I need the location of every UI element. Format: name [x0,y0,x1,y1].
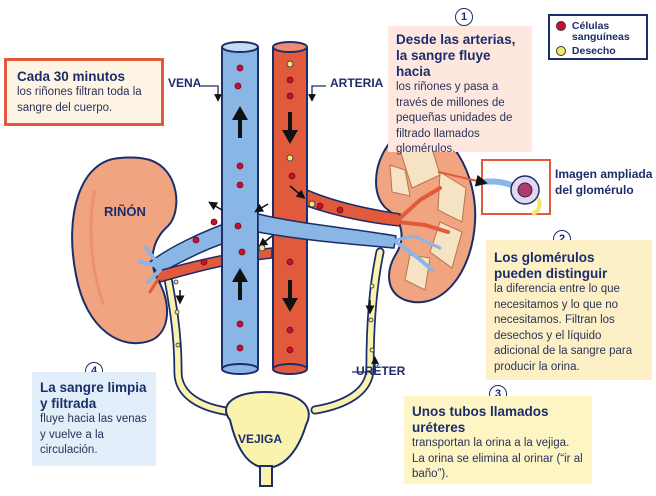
step-1-body: los riñones y pasa a través de millones … [396,81,513,155]
step-1-number: 1 [455,8,473,26]
intro-box: Cada 30 minutos los riñones filtran toda… [4,58,164,126]
intro-body: los riñones filtran toda la sangre del c… [17,86,142,114]
renal-artery-right [306,188,401,227]
ureter-label: URÉTER [356,364,406,378]
glomerulus-zoom-label: Imagen ampliada del glomérulo [555,167,653,197]
artery-label: ARTERIA [330,76,384,90]
step-4-box: La sangre limpia y filtrada fluye hacia … [32,372,156,466]
step-2-heading: Los glomérulos pueden distinguir [494,250,608,281]
left-kidney-vessels [138,246,162,294]
step-2-box: Los glomérulos pueden distinguir la dife… [486,240,652,380]
ureter-right [310,247,385,415]
kidney-label: RIÑÓN [104,204,146,219]
bladder-label: VEJIGA [238,432,283,446]
blood-cell-dot-icon [556,21,566,32]
step-1-box: Desde las arterias, la sangre fluye haci… [388,26,532,155]
blood-cells [192,64,344,354]
renal-lobes [389,141,467,291]
waste-dot-icon [556,46,566,57]
bladder [225,390,310,470]
step-4-heading: La sangre limpia y filtrada [40,380,147,411]
renal-vein-right [257,213,397,249]
vein-label: VENA [168,76,202,90]
zoom-pointer [437,171,488,187]
right-kidney-vessels [394,186,450,272]
legend: Células sanguíneas Desecho [548,14,648,60]
step-3-body: transportan la orina a la vejiga. La ori… [412,437,583,480]
small-flow-arrows [175,185,375,315]
legend-waste: Desecho [556,46,616,57]
intro-heading: Cada 30 minutos [17,69,126,84]
step-1-heading: Desde las arterias, la sangre fluye haci… [396,32,516,79]
ureter-left [160,257,237,417]
step-3-box: Unos tubos llamados uréteres transportan… [404,396,592,484]
waste-particles [173,60,375,353]
legend-blood-cells: Células sanguíneas [556,21,646,43]
flow-arrows [232,106,298,312]
step-3-heading: Unos tubos llamados uréteres [412,404,549,435]
step-2-body: la diferencia entre lo que necesitamos y… [494,283,633,373]
step-4-body: fluye hacia las venas y vuelve a la circ… [40,413,147,456]
left-kidney [71,156,178,345]
